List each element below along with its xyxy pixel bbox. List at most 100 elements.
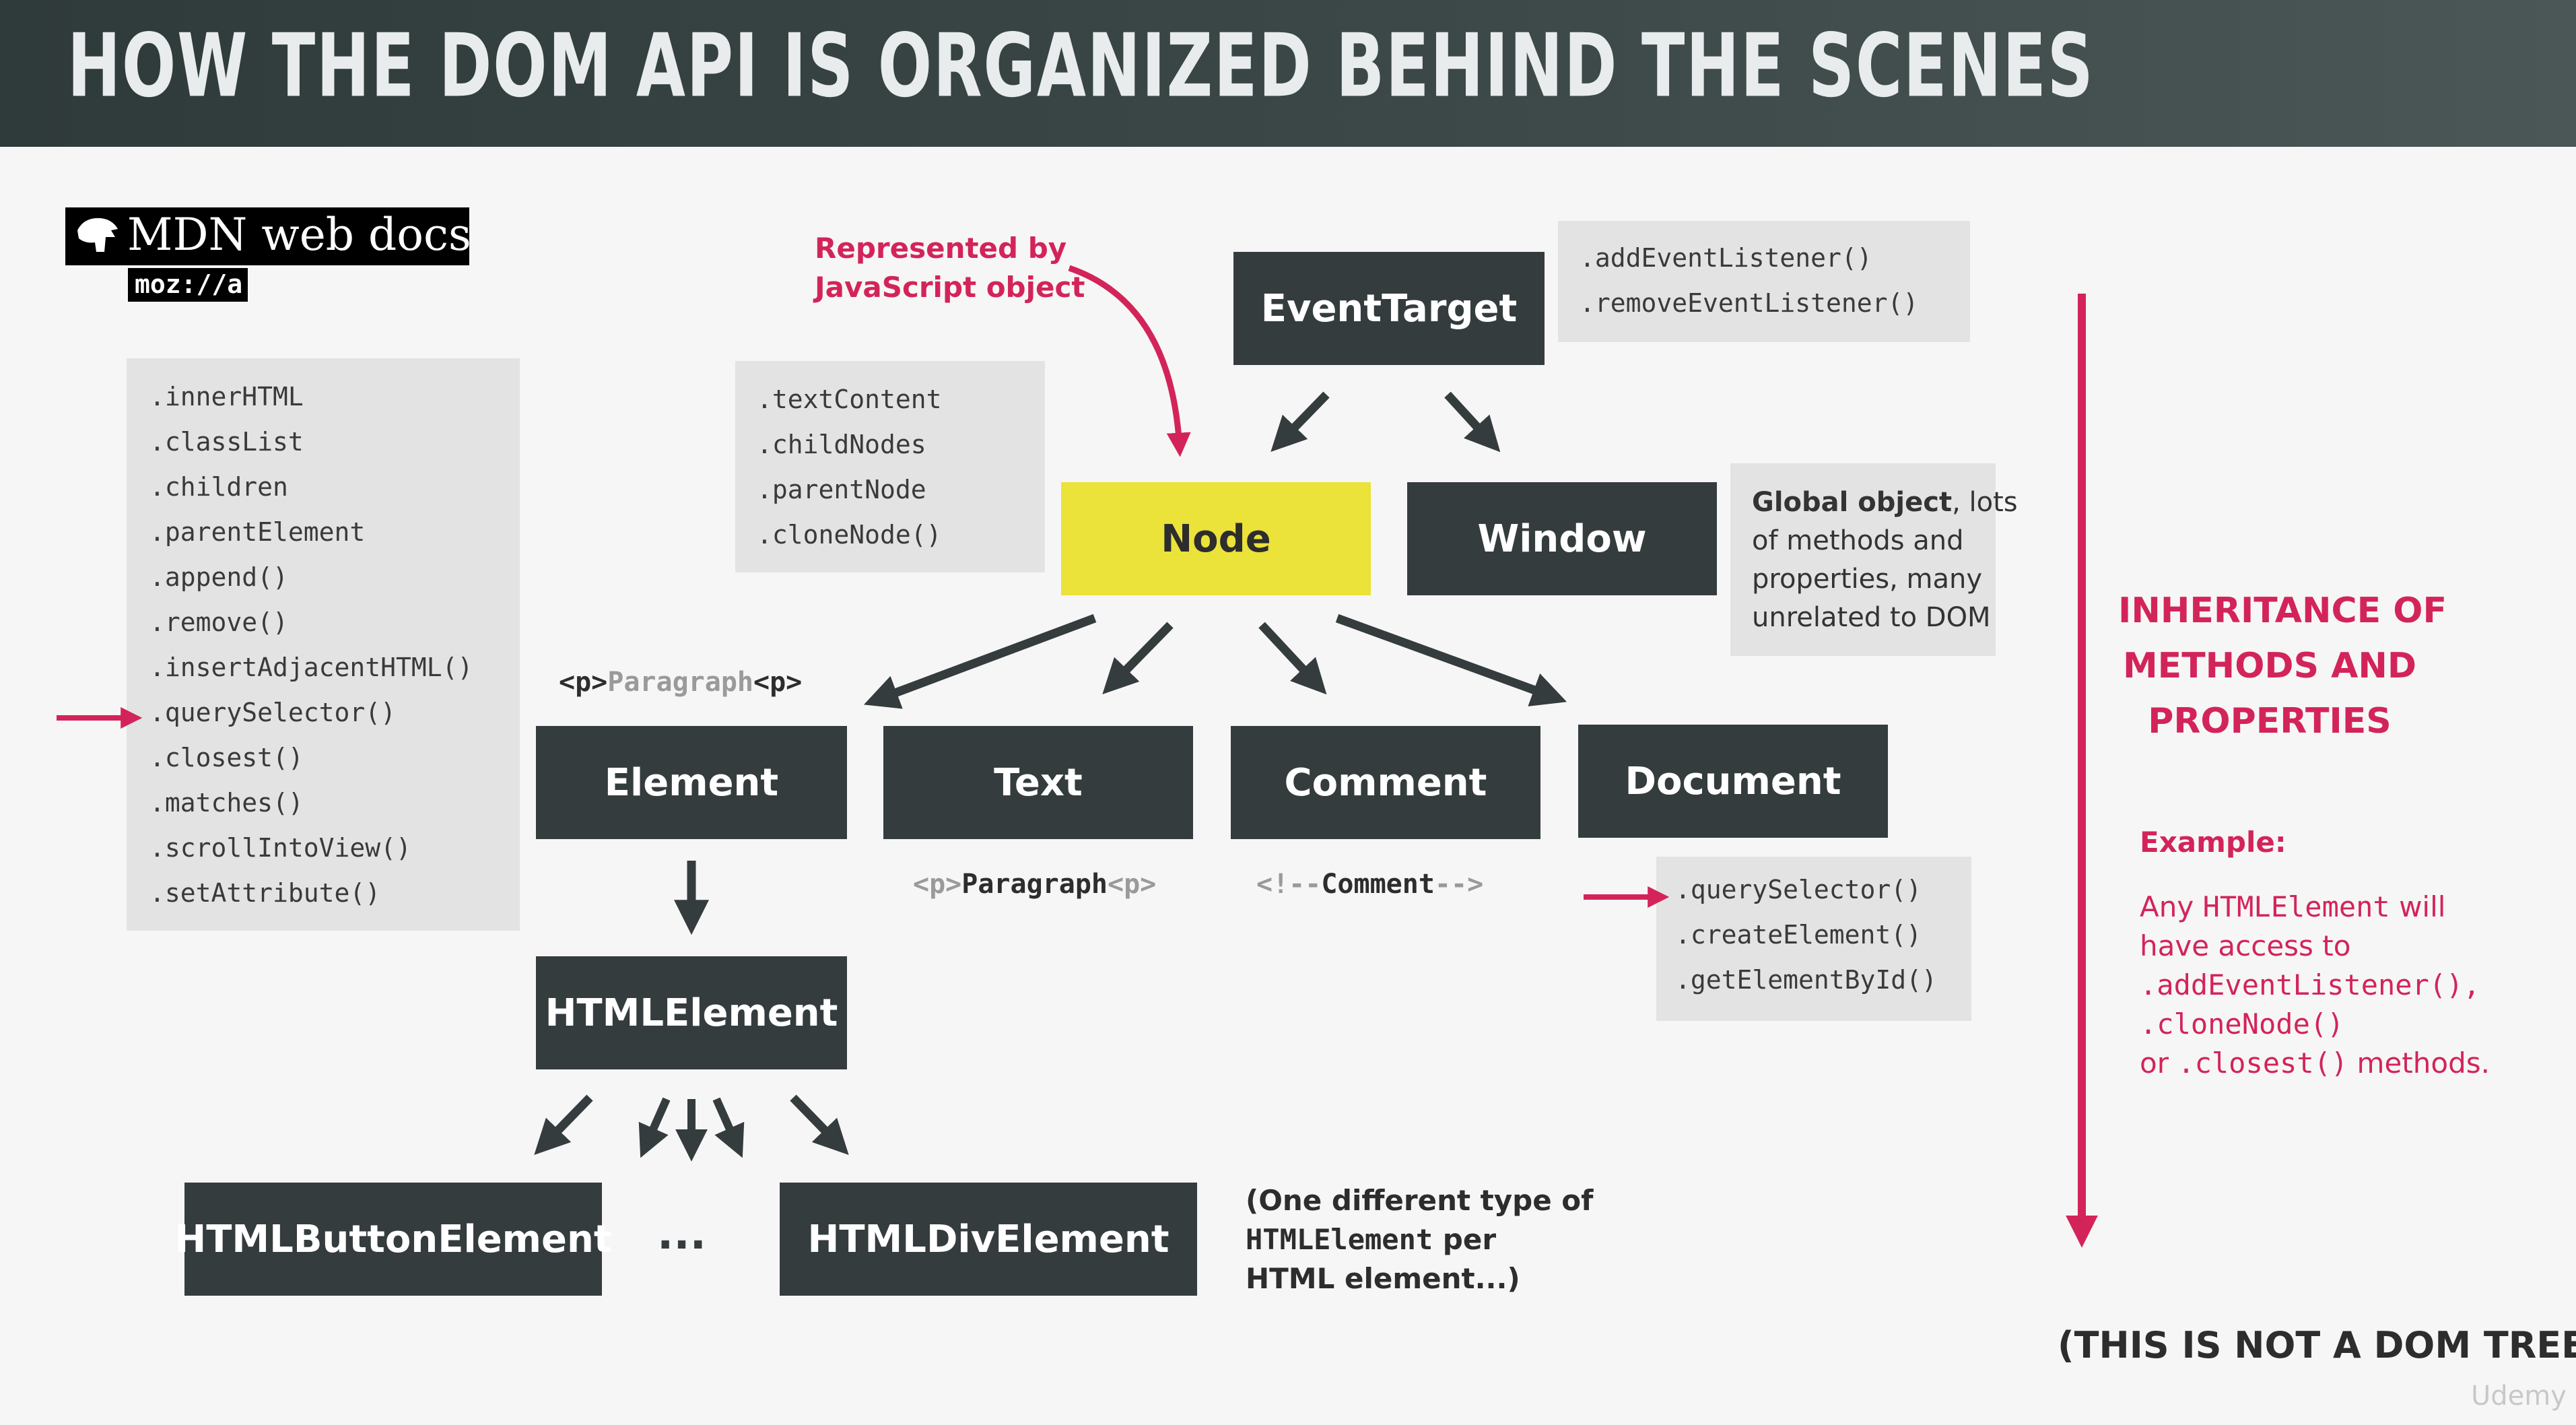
arrow-htmlelement-sub1	[638, 1097, 671, 1158]
text-example: <p>Paragraph<p>	[913, 869, 1156, 900]
element-box: Element	[536, 726, 847, 839]
represented-annotation: Represented by JavaScript object	[815, 229, 1085, 307]
comment-example-content: Comment	[1321, 869, 1435, 900]
event-target-methods-list: .addEventListener() .removeEventListener(…	[1580, 236, 1918, 326]
method-item: .textContent	[757, 385, 942, 414]
html-element-note: (One different type of HTMLElement per H…	[1246, 1181, 1593, 1298]
example-line5-pre: or	[2140, 1047, 2178, 1080]
comment-example-close: -->	[1434, 869, 1484, 900]
html-element-box: HTMLElement	[536, 956, 847, 1069]
arrow-represented-node	[1068, 265, 1191, 457]
method-item: .matches()	[149, 788, 304, 818]
method-item: .children	[149, 472, 288, 502]
mdn-logo-text: MDN web docs	[127, 209, 471, 261]
arrow-eventtarget-window	[1444, 391, 1501, 453]
method-item: .scrollIntoView()	[149, 833, 411, 863]
example-line1-pre: Any	[2140, 890, 2203, 923]
comment-example: <!--Comment-->	[1256, 869, 1483, 900]
example-line2: have access to	[2140, 929, 2351, 962]
arrow-node-text	[1102, 622, 1174, 695]
method-item: .innerHTML	[149, 382, 304, 411]
text-example-open: <p>	[913, 869, 962, 900]
example-line1-code: HTMLElement	[2202, 890, 2390, 923]
html-button-element-box: HTMLButtonElement	[174, 1183, 612, 1296]
inheritance-heading: INHERITANCE OF METHODS AND PROPERTIES	[2118, 583, 2447, 749]
mozilla-logo-text: moz://a	[135, 269, 243, 299]
dino-icon	[77, 218, 118, 252]
arrow-eventtarget-node	[1270, 391, 1330, 453]
mdn-logo: MDN web docs	[65, 207, 471, 265]
example-line4: .cloneNode()	[2140, 1007, 2344, 1040]
method-item: .remove()	[149, 607, 288, 637]
html-element-note-line2: per	[1433, 1223, 1497, 1256]
method-item: .removeEventListener()	[1580, 288, 1919, 318]
example-line5-code: .closest()	[2177, 1047, 2348, 1080]
document-box: Document	[1578, 725, 1888, 838]
method-item: .setAttribute()	[149, 878, 381, 908]
node-methods-panel: .textContent .childNodes .parentNode .clone…	[735, 361, 1045, 572]
example-text: Any HTMLElement will have access to .add…	[2140, 888, 2490, 1083]
method-item: .cloneNode()	[757, 520, 942, 550]
arrow-htmlelement-div	[790, 1094, 849, 1156]
html-element-note-code: HTMLElement	[1246, 1223, 1433, 1256]
element-example: <p>Paragraph<p>	[559, 667, 802, 698]
method-item: .getElementById()	[1675, 965, 1937, 995]
element-methods-panel: .innerHTML .classList .children .parentElem…	[127, 358, 520, 931]
method-item: .insertAdjacentHTML()	[149, 653, 473, 682]
window-note: Global object, lots of methods and prope…	[1752, 484, 2018, 637]
mozilla-logo: moz://a	[128, 268, 248, 302]
example-line1-post: will	[2389, 890, 2446, 923]
udemy-watermark: Udemy	[2471, 1381, 2567, 1412]
arrow-node-comment	[1258, 622, 1327, 695]
comment-box: Comment	[1231, 726, 1540, 839]
method-item: .closest()	[149, 743, 304, 772]
example-line5-post: methods.	[2348, 1047, 2490, 1080]
element-example-content: Paragraph	[607, 667, 753, 698]
method-item: .append()	[149, 562, 288, 592]
method-item: .parentElement	[149, 517, 366, 547]
document-methods-panel: .querySelector() .createElement() .getElem…	[1656, 857, 1971, 1021]
node-box: Node	[1061, 482, 1371, 595]
element-example-open: <p>	[559, 667, 608, 698]
element-methods-list: .innerHTML .classList .children .parentElem…	[149, 374, 473, 916]
inheritance-line1: INHERITANCE OF	[2118, 591, 2447, 631]
method-item: .createElement()	[1675, 920, 1922, 950]
window-note-line3: properties, many	[1752, 564, 1983, 595]
title-bar: HOW THE DOM API IS ORGANIZED BEHIND THE …	[0, 0, 2576, 147]
page-title: HOW THE DOM API IS ORGANIZED BEHIND THE …	[67, 15, 2095, 117]
text-box: Text	[883, 726, 1193, 839]
window-box: Window	[1407, 482, 1717, 595]
event-target-methods-panel: .addEventListener() .removeEventListener(…	[1558, 221, 1970, 342]
html-div-element-box: HTMLDivElement	[780, 1183, 1197, 1296]
text-example-close: <p>	[1108, 869, 1157, 900]
inheritance-line2: METHODS AND	[2122, 646, 2417, 686]
method-item: .classList	[149, 427, 304, 457]
arrow-htmlelement-sub3	[712, 1097, 745, 1158]
method-item: .childNodes	[757, 430, 926, 459]
html-element-note-line3: HTML element...)	[1246, 1262, 1520, 1295]
footer-note: (THIS IS NOT A DOM TREE)	[2058, 1324, 2576, 1366]
example-line3: .addEventListener(),	[2140, 968, 2480, 1001]
represented-line2: JavaScript object	[815, 271, 1085, 304]
inheritance-line3: PROPERTIES	[2148, 701, 2392, 741]
ellipsis: ...	[657, 1209, 706, 1259]
window-note-line4: unrelated to DOM	[1752, 602, 1991, 633]
node-methods-list: .textContent .childNodes .parentNode .clone…	[757, 377, 942, 558]
represented-line1: Represented by	[815, 232, 1067, 265]
method-item: .querySelector()	[149, 698, 397, 727]
method-item: .querySelector()	[1675, 875, 1922, 904]
document-methods-list: .querySelector() .createElement() .getElem…	[1675, 867, 1937, 1003]
window-note-bold: Global object	[1752, 487, 1953, 518]
method-item: .addEventListener()	[1580, 243, 1872, 273]
html-element-note-line1: (One different type of	[1246, 1184, 1594, 1217]
example-label: Example:	[2140, 826, 2286, 859]
window-note-rest: , lots	[1952, 487, 2018, 518]
method-item: .parentNode	[757, 475, 926, 504]
text-example-content: Paragraph	[961, 869, 1108, 900]
arrow-node-element	[863, 614, 1097, 709]
arrow-htmlelement-button	[534, 1094, 593, 1156]
window-note-line2: of methods and	[1752, 525, 1964, 556]
window-note-panel: Global object, lots of methods and prope…	[1730, 463, 2018, 656]
